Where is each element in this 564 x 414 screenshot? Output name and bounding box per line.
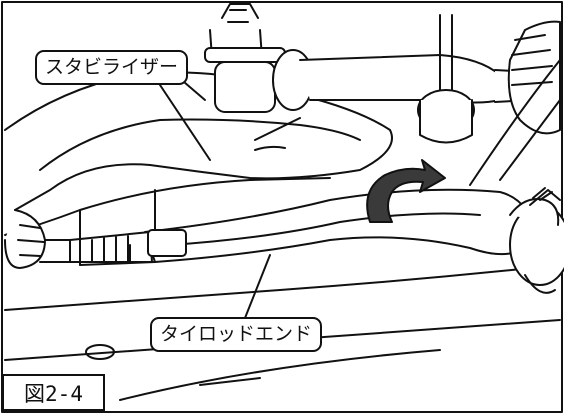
floor-hole	[85, 344, 115, 360]
stabilizer-leader-to-part	[159, 84, 211, 161]
stabilizer-link-body	[419, 99, 473, 144]
floor-mark	[199, 377, 261, 386]
adjuster-threads	[79, 235, 129, 263]
upper-bolt-head	[221, 3, 259, 19]
accent-line	[254, 117, 301, 141]
stabilizer-label: スタビライザー	[35, 50, 189, 85]
stabilizer-link-shaft	[439, 14, 453, 91]
figure-number: 図2-4	[2, 374, 105, 411]
rack-boot	[4, 209, 46, 269]
stabilizer-highlight	[254, 145, 286, 151]
upper-nut	[204, 47, 286, 63]
bushing-bracket	[214, 61, 276, 113]
link-rod	[299, 54, 501, 104]
floor-line-1	[4, 264, 561, 311]
floor-line-3	[119, 349, 441, 401]
castle-nut	[529, 189, 561, 206]
knuckle-lower	[524, 274, 556, 294]
cotter-pin	[532, 187, 553, 201]
strut-boot-ribs	[511, 34, 553, 86]
strut-line-2	[499, 99, 561, 181]
tie-rod-adjuster	[69, 231, 153, 263]
adjuster-nut	[147, 229, 187, 257]
strut-line-1	[469, 59, 561, 186]
stabilizer-bar-inner	[39, 118, 361, 171]
tie-rod-highlight	[169, 212, 481, 246]
tie-rod-end-label: タイロッドエンド	[150, 317, 323, 352]
tierod-leader	[244, 254, 271, 319]
rack-boot-ribs	[17, 224, 45, 257]
upper-bolt-threads	[227, 9, 249, 23]
knuckle-top	[509, 198, 560, 226]
rotation-arrow-icon	[366, 159, 446, 223]
